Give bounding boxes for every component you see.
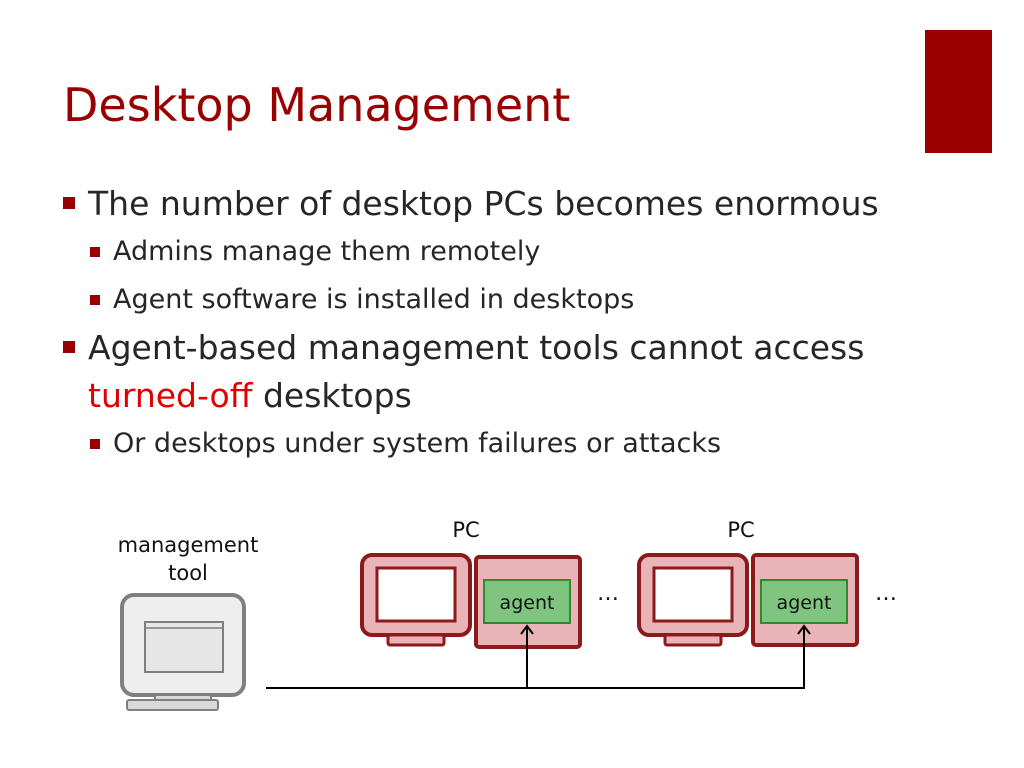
bullet-2-line-2: turned-off desktops — [88, 372, 940, 420]
pc-1-label: PC — [452, 518, 479, 542]
bullet-2-rest: desktops — [252, 376, 412, 415]
accent-bar — [925, 30, 992, 153]
agent-2-arrowhead — [797, 624, 811, 635]
agent-1-box — [483, 579, 571, 624]
agent-1-arrowhead — [520, 624, 534, 635]
pc-2-label: PC — [727, 518, 754, 542]
bullet-2-sub-1: Or desktops under system failures or att… — [60, 420, 940, 468]
bullet-1-sub-1: Admins manage them remotely — [60, 228, 940, 276]
bullet-2: Agent-based management tools cannot acce… — [60, 324, 940, 420]
pc-2-monitor-icon — [637, 553, 749, 647]
ellipsis-1: … — [597, 581, 619, 606]
management-label-line1: management — [118, 533, 259, 557]
turned-off-highlight: turned-off — [88, 376, 253, 415]
bullet-1-sub-2: Agent software is installed in desktops — [60, 276, 940, 324]
bullet-2-line-1: Agent-based management tools cannot acce… — [88, 328, 865, 367]
bullet-1: The number of desktop PCs becomes enormo… — [60, 180, 940, 228]
slide-title: Desktop Management — [63, 78, 571, 132]
bullet-list: The number of desktop PCs becomes enormo… — [60, 180, 940, 468]
agent-2-box — [760, 579, 848, 624]
ellipsis-2: … — [875, 581, 897, 606]
pc-1-monitor-icon — [360, 553, 472, 647]
agent-1-label: agent — [500, 592, 555, 614]
management-label-line2: tool — [168, 561, 208, 585]
management-monitor-icon — [120, 593, 246, 711]
agent-2-label: agent — [777, 592, 832, 614]
